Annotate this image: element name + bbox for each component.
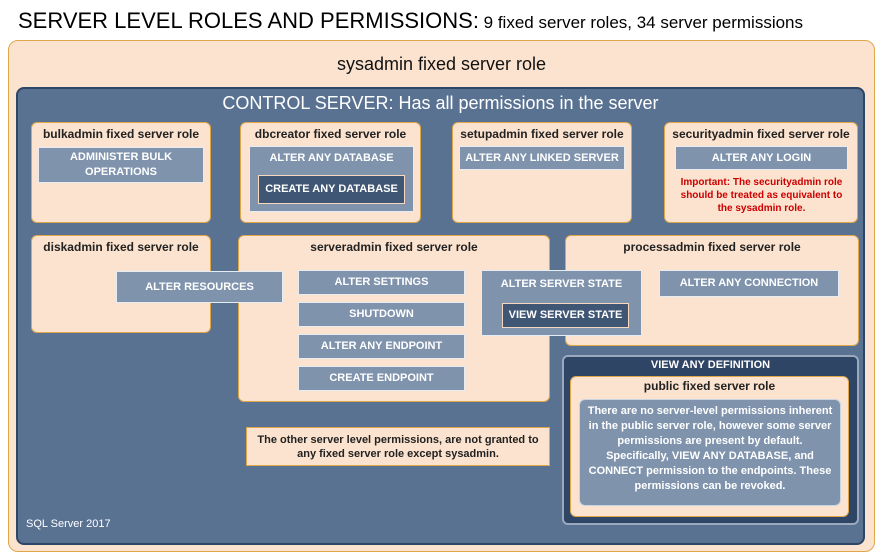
dbcreator-role-title: dbcreator fixed server role (254, 127, 407, 141)
securityadmin-warning-note: Important: The securityadmin role should… (680, 177, 843, 214)
processadmin-role-title: processadmin fixed server role (623, 240, 801, 254)
footer-version: SQL Server 2017 (26, 518, 111, 530)
title-main: SERVER LEVEL ROLES AND PERMISSIONS: (18, 8, 479, 33)
setupadmin-role-title: setupadmin fixed server role (460, 127, 624, 141)
securityadmin-role-box (664, 122, 858, 223)
sysadmin-role-label: sysadmin fixed server role (336, 54, 547, 74)
securityadmin-role-title: securityadmin fixed server role (672, 127, 850, 141)
serveradmin-role-title: serveradmin fixed server role (310, 240, 478, 254)
perm-alter-any-connection: ALTER ANY CONNECTION (659, 270, 839, 297)
view-any-definition-label: VIEW ANY DEFINITION (650, 359, 771, 371)
perm-alter-any-endpoint: ALTER ANY ENDPOINT (298, 334, 465, 359)
perm-shutdown: SHUTDOWN (298, 302, 465, 327)
public-role-description: There are no server-level permissions in… (579, 399, 841, 506)
page-title: SERVER LEVEL ROLES AND PERMISSIONS: 9 fi… (18, 8, 803, 34)
perm-alter-settings: ALTER SETTINGS (298, 270, 465, 295)
perm-create-any-database: CREATE ANY DATABASE (258, 175, 405, 204)
title-sub: 9 fixed server roles, 34 server permissi… (478, 13, 803, 32)
setupadmin-role-box (452, 122, 632, 223)
control-server-label: CONTROL SERVER: Has all permissions in t… (222, 93, 659, 113)
diskadmin-role-title: diskadmin fixed server role (43, 240, 199, 254)
perm-alter-any-linked-server: ALTER ANY LINKED SERVER (459, 146, 625, 170)
other-permissions-note: The other server level permissions, are … (246, 427, 550, 466)
bulkadmin-role-title: bulkadmin fixed server role (42, 127, 200, 141)
public-role-title: public fixed server role (643, 379, 776, 393)
perm-alter-any-login: ALTER ANY LOGIN (675, 146, 848, 170)
perm-alter-resources: ALTER RESOURCES (116, 271, 283, 303)
perm-administer-bulk-operations: ADMINISTER BULK OPERATIONS (38, 147, 204, 183)
perm-view-server-state: VIEW SERVER STATE (502, 303, 629, 328)
perm-create-endpoint: CREATE ENDPOINT (298, 366, 465, 391)
